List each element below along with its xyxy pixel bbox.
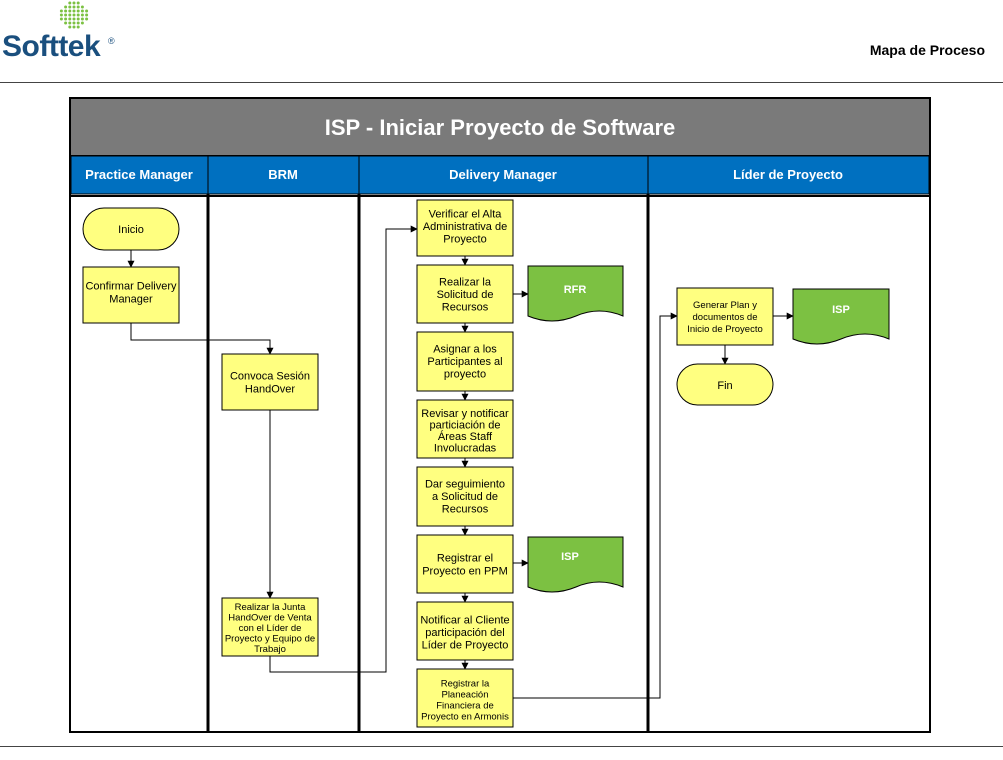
edge-junta-verificar bbox=[269, 225, 418, 673]
node-revisar-notificar bbox=[416, 399, 514, 459]
edge-confirmar-convoca bbox=[130, 323, 274, 355]
doc-isp-delivery bbox=[527, 536, 624, 593]
doc-rfr-label: RFR bbox=[564, 284, 587, 296]
lane-label-delivery-manager: Delivery Manager bbox=[449, 167, 557, 182]
lane-label-practice-manager: Practice Manager bbox=[85, 167, 193, 182]
node-fin-label: Fin bbox=[717, 380, 732, 392]
node-generar-plan bbox=[676, 287, 774, 346]
lane-header-delivery-manager bbox=[358, 155, 649, 195]
footer-divider bbox=[0, 746, 1003, 747]
node-inicio bbox=[82, 207, 180, 251]
doc-isp-lider-label: ISP bbox=[832, 304, 850, 316]
node-dar-seguimiento bbox=[416, 466, 514, 527]
lane-headers: Practice Manager BRM Delivery Manager Lí… bbox=[70, 155, 930, 195]
lane-header-practice-manager bbox=[70, 155, 209, 195]
node-verificar-alta bbox=[416, 199, 514, 257]
page-title: Mapa de Proceso bbox=[869, 42, 985, 58]
doc-rfr bbox=[527, 265, 624, 322]
node-junta-handover bbox=[221, 597, 319, 657]
doc-isp-delivery-label: ISP bbox=[561, 551, 579, 563]
diagram-title-bar bbox=[69, 97, 931, 157]
node-fin bbox=[676, 363, 774, 406]
node-solicitud-recursos bbox=[416, 264, 514, 324]
header-divider bbox=[0, 82, 1003, 83]
flow-edges bbox=[127, 225, 794, 699]
node-confirmar-delivery-manager bbox=[82, 266, 180, 324]
logo-registered-mark: ® bbox=[108, 36, 115, 46]
node-asignar-participantes bbox=[416, 331, 514, 392]
lane-header-lider-proyecto bbox=[647, 155, 930, 195]
node-registrar-ppm bbox=[416, 534, 514, 594]
lane-label-brm: BRM bbox=[268, 167, 298, 182]
softtek-logo: Softtek ® bbox=[0, 0, 140, 63]
logo-text: Softtek bbox=[2, 30, 101, 63]
edge-planeacion-generar bbox=[513, 312, 678, 699]
node-notificar-cliente bbox=[416, 601, 514, 661]
lane-header-brm bbox=[207, 155, 360, 195]
node-planeacion-financiera bbox=[416, 668, 514, 728]
lane-label-lider-proyecto: Líder de Proyecto bbox=[733, 167, 843, 182]
doc-isp-lider bbox=[792, 288, 890, 345]
diagram-title: ISP - Iniciar Proyecto de Software bbox=[325, 115, 676, 140]
node-convoca-sesion bbox=[221, 353, 319, 411]
node-inicio-label: Inicio bbox=[118, 224, 144, 236]
logo-dots-icon bbox=[59, 1, 89, 29]
